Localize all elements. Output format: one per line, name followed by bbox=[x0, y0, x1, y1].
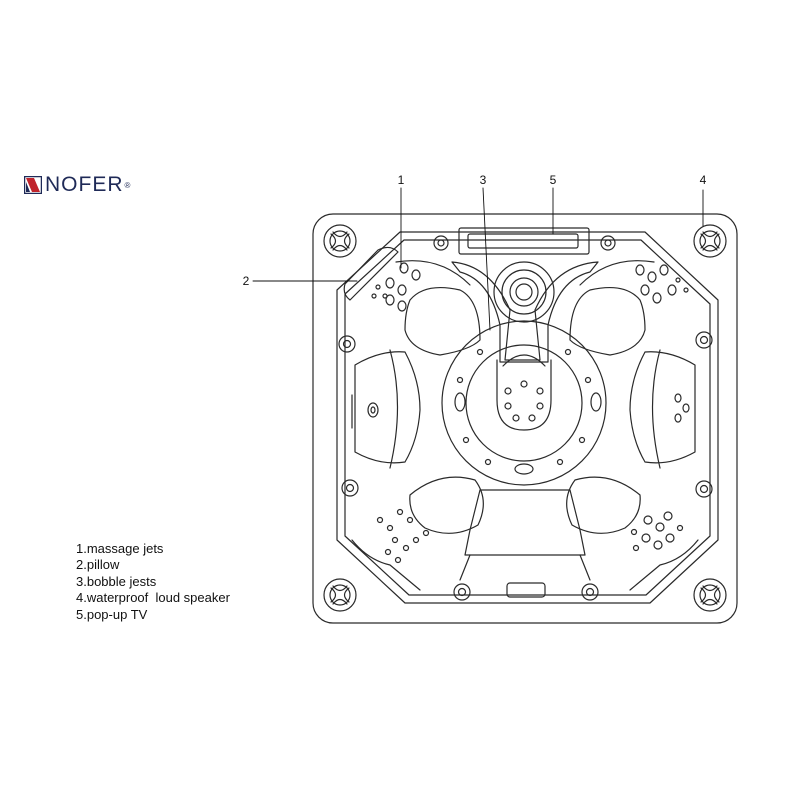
legend-item-speaker: 4.waterproof loud speaker bbox=[76, 590, 230, 606]
footwell-outer bbox=[441, 320, 607, 486]
registered-mark: ® bbox=[124, 180, 131, 190]
legend: 1.massage jets 2.pillow 3.bobble jests 4… bbox=[76, 541, 230, 623]
callout-1: 1 bbox=[398, 173, 405, 187]
control-panel bbox=[506, 582, 546, 598]
center-fountain bbox=[493, 261, 555, 323]
seat-top-left bbox=[404, 287, 481, 356]
shell-inner-outline bbox=[344, 239, 711, 596]
center-channel bbox=[451, 261, 599, 363]
callout-line-3 bbox=[482, 187, 491, 331]
massage-jets-bottom-right bbox=[630, 511, 684, 552]
brand-name: NOFER bbox=[45, 173, 124, 196]
callout-3: 3 bbox=[480, 173, 487, 187]
callout-2: 2 bbox=[243, 274, 250, 288]
popup-tv-slot bbox=[458, 227, 590, 255]
brand-logo: NOFER ® bbox=[24, 170, 130, 200]
callout-4: 4 bbox=[700, 173, 707, 187]
corner-speaker-top-right bbox=[693, 224, 727, 258]
massage-jets-top-right bbox=[635, 264, 689, 304]
massage-jets-top-left bbox=[371, 262, 421, 312]
seat-top-right bbox=[569, 287, 646, 356]
seat-left bbox=[354, 351, 421, 464]
pillow-top-left bbox=[343, 246, 399, 301]
bubble-jets bbox=[454, 348, 602, 475]
callout-lines bbox=[252, 187, 704, 331]
seat-right bbox=[629, 351, 696, 464]
corner-speaker-top-left bbox=[323, 224, 357, 258]
legend-item-pillow: 2.pillow bbox=[76, 557, 120, 573]
shell-outline bbox=[336, 231, 719, 604]
entry-step bbox=[464, 489, 586, 556]
massage-jets-bottom-left bbox=[376, 508, 430, 564]
corner-speaker-bottom-right bbox=[693, 578, 727, 612]
seat-bottom-left bbox=[409, 476, 484, 534]
callout-5: 5 bbox=[550, 173, 557, 187]
seat-bottom-right bbox=[566, 476, 641, 534]
corner-speaker-bottom-left bbox=[323, 578, 357, 612]
spa-outer-frame bbox=[312, 213, 738, 624]
brand-logo-icon bbox=[24, 176, 42, 194]
legend-item-massage-jets: 1.massage jets bbox=[76, 541, 164, 556]
popup-tv-screen bbox=[467, 233, 579, 249]
footwell-inner bbox=[465, 344, 583, 462]
legend-item-bubble-jets: 3.bobble jests bbox=[76, 573, 157, 589]
legend-item-popup-tv: 5.pop-up TV bbox=[76, 606, 148, 622]
